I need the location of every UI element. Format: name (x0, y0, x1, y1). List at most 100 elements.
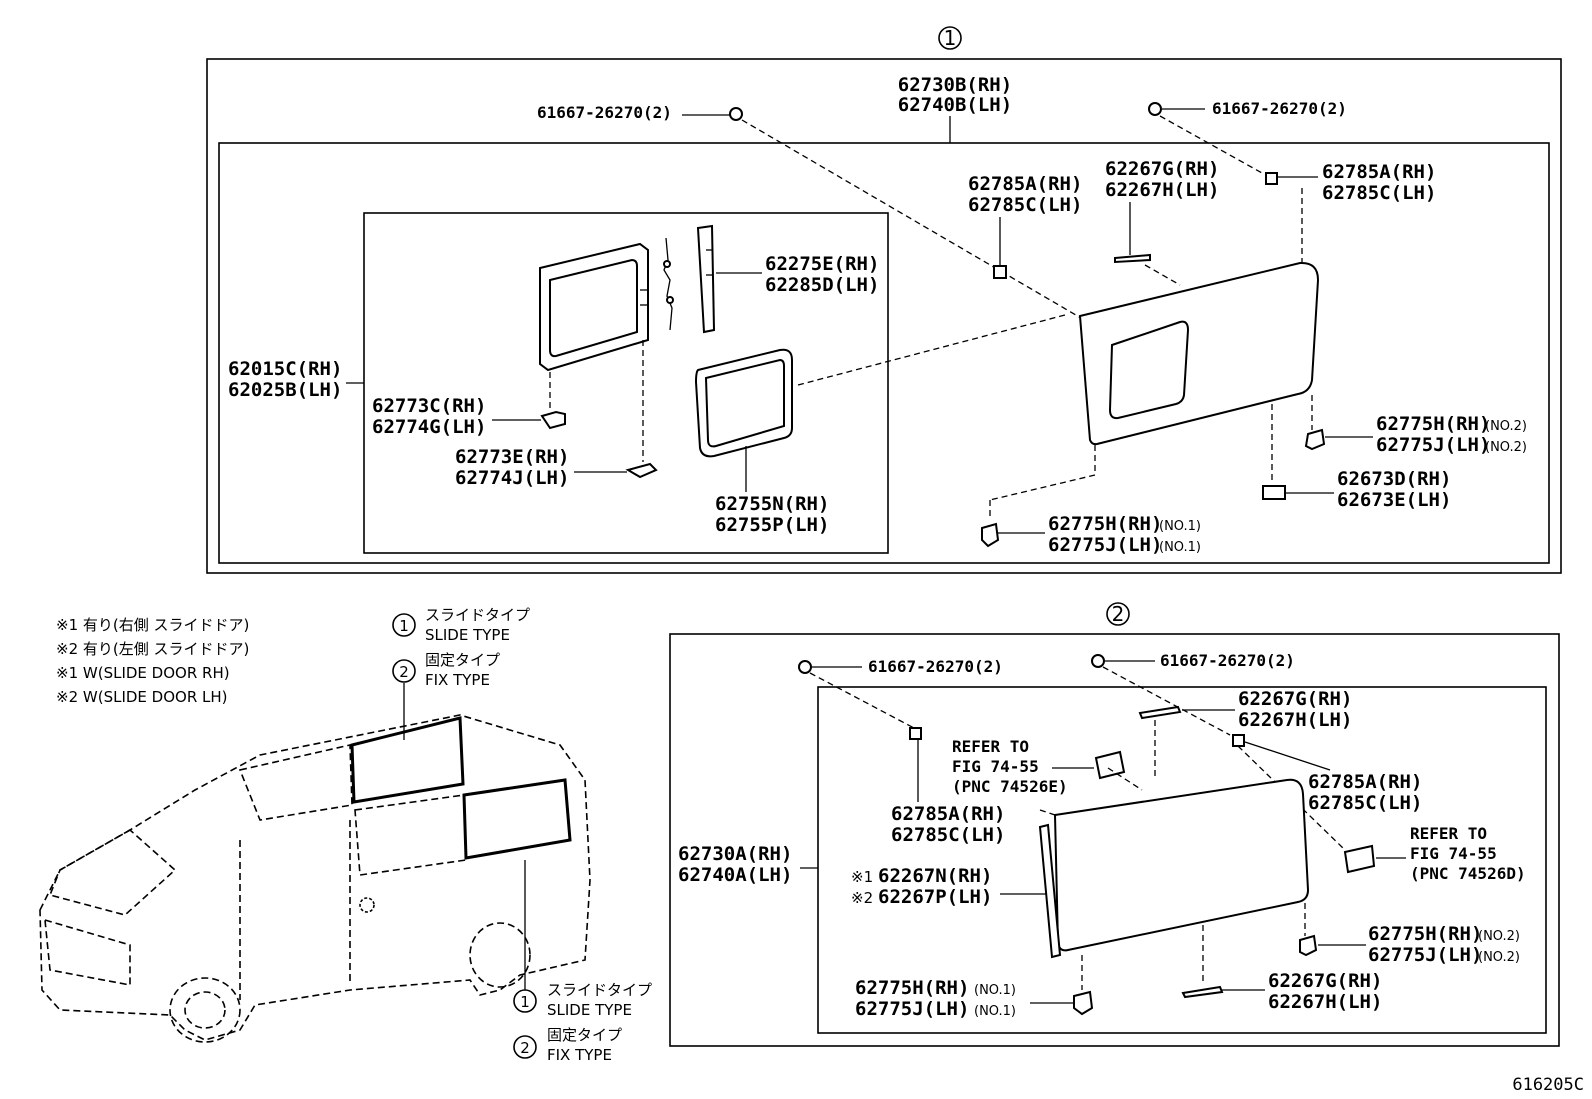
slide-weatherstrip-lh[interactable]: 62267H(LH) (1105, 179, 1219, 201)
slide-bracket-mid-rh[interactable]: 62785A(RH) (968, 173, 1082, 195)
variant-1-marker: 1 (944, 26, 957, 50)
fix-weather-bot-rh[interactable]: 62267G(RH) (1268, 970, 1382, 992)
slide-stopper2-lh[interactable]: 62775J(LH) (1376, 434, 1490, 456)
slide-clip-right[interactable]: 61667-26270(2) (1212, 99, 1347, 118)
van-legend-1-en: SLIDE TYPE (547, 1001, 632, 1019)
slide-clip-left[interactable]: 61667-26270(2) (537, 103, 672, 122)
fix-outer-frame (669, 633, 1560, 1047)
slide-hinge-lh[interactable]: 62774G(LH) (372, 416, 486, 438)
note-4: ※2 W(SLIDE DOOR LH) (56, 688, 228, 706)
dashed-leader (797, 314, 1066, 386)
van-legend-2-en: FIX TYPE (547, 1046, 612, 1064)
dashed-leader (809, 672, 915, 729)
van-slide-window (350, 716, 465, 804)
fix-refer2-line3: (PNC 74526D) (1410, 864, 1526, 883)
fix-glass-icon (1053, 778, 1310, 952)
van-legend-2-marker: 2 (520, 1039, 530, 1057)
emblem-icon (1343, 844, 1376, 874)
legend-1-circle (392, 613, 416, 637)
fix-pillar-lh[interactable]: 62267P(LH) (878, 886, 992, 908)
bracket-icon (1265, 172, 1278, 185)
slide-seal-rh[interactable]: 62755N(RH) (715, 493, 829, 515)
fix-outer-lh[interactable]: 62740A(LH) (678, 864, 792, 886)
pillar-weatherstrip-icon (1038, 823, 1062, 959)
fix-refer2-line2: FIG 74-55 (1410, 844, 1497, 863)
fix-stopper2-no-rh: (NO.2) (1478, 929, 1520, 944)
clip-icon (1091, 654, 1105, 668)
legend-2-jp: 固定タイプ (425, 651, 500, 669)
fix-weather-top-rh[interactable]: 62267G(RH) (1238, 688, 1352, 710)
van-door-window (354, 794, 467, 876)
fix-stopper1-rh[interactable]: 62775H(RH) (855, 977, 969, 999)
slide-bracket-right-rh[interactable]: 62785A(RH) (1322, 161, 1436, 183)
fix-stopper2-lh[interactable]: 62775J(LH) (1368, 944, 1482, 966)
slide-stopper1-rh[interactable]: 62775H(RH) (1048, 513, 1162, 535)
fix-bracket-right-lh[interactable]: 62785C(LH) (1308, 792, 1422, 814)
slide-channel-frame-rh[interactable]: 62275E(RH) (765, 253, 879, 275)
weatherstrip-icon (1114, 253, 1151, 264)
van-fix-window (462, 778, 572, 860)
fix-bracket-right-rh[interactable]: 62785A(RH) (1308, 771, 1422, 793)
latch-rod-icon (663, 237, 673, 331)
slide-seal-lh[interactable]: 62755P(LH) (715, 514, 829, 536)
slide-outer-frame (206, 58, 1562, 574)
van-grille (44, 918, 131, 986)
fix-stopper2-rh[interactable]: 62775H(RH) (1368, 923, 1482, 945)
slide-outer-part-rh[interactable]: 62730B(RH) (898, 74, 1012, 96)
slide-bracket-right-lh[interactable]: 62785C(LH) (1322, 182, 1436, 204)
fix-stopper1-lh[interactable]: 62775J(LH) (855, 998, 969, 1020)
van-legend-2-circle (513, 1035, 537, 1059)
hinge-icon (540, 410, 566, 430)
fix-refer1-line1: REFER TO (952, 737, 1029, 756)
fix-bracket-left-lh[interactable]: 62785C(LH) (891, 824, 1005, 846)
clip-icon (798, 660, 812, 674)
slide-hinge2-rh[interactable]: 62773E(RH) (455, 446, 569, 468)
fix-stopper2-no-lh: (NO.2) (1478, 950, 1520, 965)
fix-stopper1-no-lh: (NO.1) (974, 1004, 1016, 1019)
fix-weather-top-lh[interactable]: 62267H(LH) (1238, 709, 1352, 731)
legend-1-en: SLIDE TYPE (425, 626, 510, 644)
slide-type-section: 1 62730B(RH) 62740B(LH) 61667-26270(2) 6… (206, 26, 1562, 574)
van-legend-1-circle (513, 989, 537, 1013)
slide-hinge2-lh[interactable]: 62774J(LH) (455, 467, 569, 489)
clip-icon (729, 107, 743, 121)
fix-outer-rh[interactable]: 62730A(RH) (678, 843, 792, 865)
legend-2-circle (392, 659, 416, 683)
slide-stopper2-rh[interactable]: 62775H(RH) (1376, 413, 1490, 435)
fix-pillar-rh[interactable]: 62267N(RH) (878, 865, 992, 887)
stopper-icon (981, 522, 1000, 548)
variant-1-marker-circle (938, 26, 962, 50)
fix-weather-bot-lh[interactable]: 62267H(LH) (1268, 991, 1382, 1013)
slide-stopper2-no-lh: (NO.2) (1485, 440, 1527, 455)
slide-channel-frame-lh[interactable]: 62285D(LH) (765, 274, 879, 296)
slide-weatherstrip-rh[interactable]: 62267G(RH) (1105, 158, 1219, 180)
slide-window-assy-lh[interactable]: 62025B(LH) (228, 379, 342, 401)
note-2: ※2 有り(左側 スライドドア) (56, 640, 249, 658)
slide-stopper1-no-lh: (NO.1) (1159, 540, 1201, 555)
bracket-icon (909, 727, 922, 740)
slide-hinge-rh[interactable]: 62773C(RH) (372, 395, 486, 417)
fix-type-section: 2 61667-26270(2) 61667-26270(2) 62785A(R… (669, 602, 1560, 1047)
slide-outer-part-lh[interactable]: 62740B(LH) (898, 94, 1012, 116)
slide-latch-rh[interactable]: 62673D(RH) (1337, 468, 1451, 490)
fix-clip-left[interactable]: 61667-26270(2) (868, 657, 1003, 676)
notes-legend: ※1 有り(右側 スライドドア) ※2 有り(左側 スライドドア) ※1 W(S… (56, 606, 530, 706)
fix-stopper1-no-rh: (NO.1) (974, 983, 1016, 998)
legend-1-marker: 1 (399, 617, 409, 635)
slide-latch-lh[interactable]: 62673E(LH) (1337, 489, 1451, 511)
slide-stopper1-lh[interactable]: 62775J(LH) (1048, 534, 1162, 556)
slide-window-assy-rh[interactable]: 62015C(RH) (228, 358, 342, 380)
sash-inner-icon (549, 258, 638, 358)
emblem-icon (1094, 750, 1126, 780)
stopper-icon (1299, 934, 1318, 957)
stopper-icon (1304, 428, 1326, 451)
fix-clip-right[interactable]: 61667-26270(2) (1160, 651, 1295, 670)
slide-window-opening (1108, 320, 1190, 420)
fix-bracket-left-rh[interactable]: 62785A(RH) (891, 803, 1005, 825)
slide-bracket-mid-lh[interactable]: 62785C(LH) (968, 194, 1082, 216)
van-rear-wheel (469, 922, 531, 988)
dashed-leader (1144, 264, 1181, 286)
van-legend-2-jp: 固定タイプ (547, 1026, 622, 1044)
leader (1244, 741, 1331, 771)
